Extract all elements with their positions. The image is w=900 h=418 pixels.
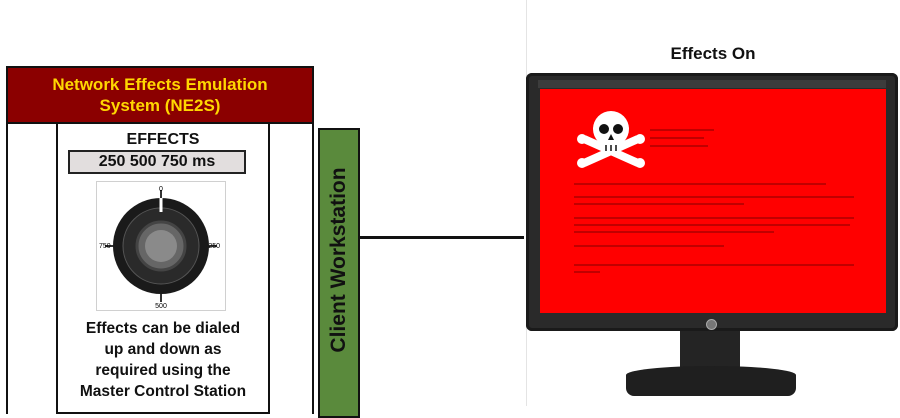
effects-values: 250 500 750 ms [68, 150, 246, 174]
effects-on-title: Effects On [670, 44, 756, 63]
caption-line-4: Master Control Station [79, 383, 247, 400]
ne2s-title-line2: System (NE2S) [99, 96, 221, 115]
caption-line-1: Effects can be dialed [85, 320, 241, 337]
dial-knob-center [145, 230, 177, 262]
dial-label-top: 0 [159, 186, 163, 193]
dial-label-right: 250 [208, 243, 220, 250]
ne2s-body [6, 124, 314, 414]
monitor-screen [540, 89, 886, 313]
screen-text-line [574, 183, 826, 185]
screen-text-line [574, 264, 854, 266]
screen-text-line [574, 203, 744, 205]
screen-text-line [650, 145, 708, 147]
screen-text-line [574, 245, 724, 247]
screen-text-line [574, 231, 774, 233]
monitor-topbar [538, 80, 886, 88]
screen-text-line [574, 196, 854, 198]
screen-text-line [574, 224, 850, 226]
dial-knob-icon[interactable]: 0 250 500 750 [97, 182, 225, 310]
ne2s-title-line1: Network Effects Emulation [52, 75, 268, 94]
client-workstation-label: Client Workstation [327, 167, 350, 353]
monitor-neck [680, 331, 740, 369]
caption-line-3: required using the [95, 362, 231, 379]
effects-caption: Effects can be dialed up and down as req… [56, 318, 270, 402]
power-button[interactable] [706, 319, 717, 330]
caption-line-2: up and down as [104, 341, 222, 358]
connector-line [360, 236, 524, 239]
screen-text-line [650, 129, 714, 131]
monitor-base [626, 366, 796, 396]
client-workstation-label-wrap: Client Workstation [318, 128, 360, 418]
screen-text-line [574, 217, 854, 219]
effects-title: EFFECTS [126, 131, 200, 148]
dial-label-left: 750 [99, 243, 111, 250]
client-workstation-bar [318, 128, 360, 418]
dial-frame: 0 250 500 750 [96, 181, 226, 311]
screen-text-line [650, 137, 704, 139]
screen-text-line [574, 271, 600, 273]
ne2s-header: Network Effects Emulation System (NE2S) [6, 66, 314, 124]
skull-crossbones-icon [577, 111, 645, 168]
dial-label-bottom: 500 [155, 303, 167, 310]
